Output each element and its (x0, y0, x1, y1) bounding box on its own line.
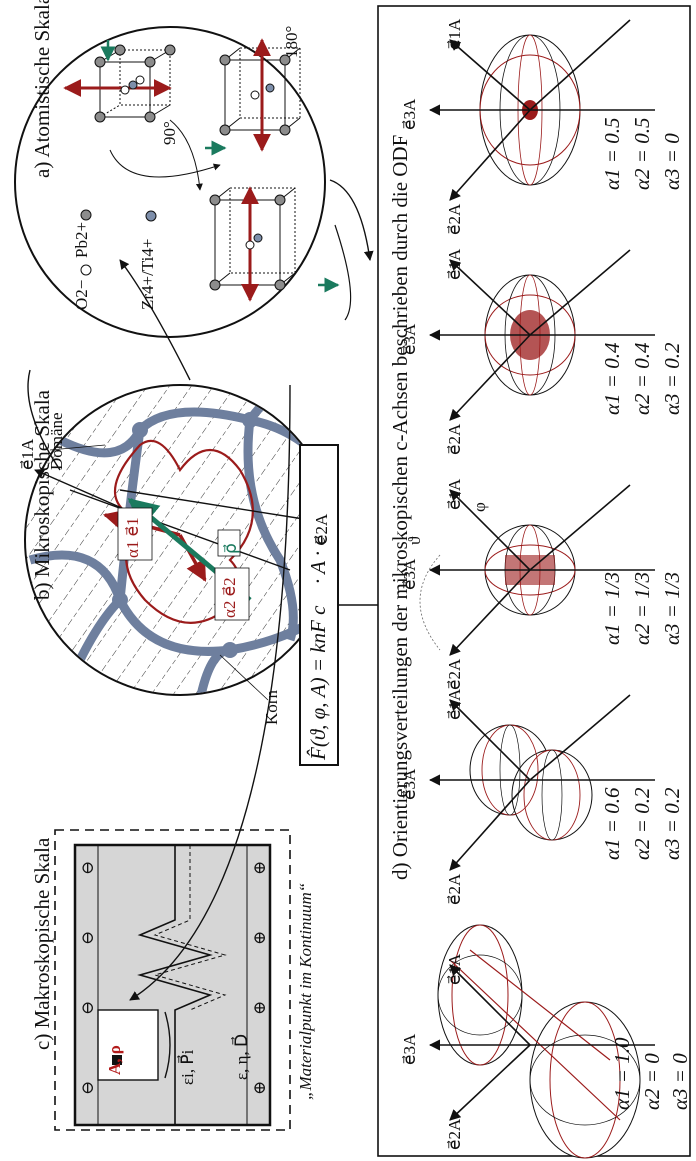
spring (137, 845, 213, 1125)
domain-label: Domäne (47, 412, 66, 470)
odf-shape-dumbbell (428, 924, 655, 1159)
axis-e1-label: e⃗1A (445, 478, 464, 510)
element-brace (164, 1011, 171, 1079)
arrow-90 (169, 119, 203, 191)
axis-e2-label: e⃗2A (445, 658, 464, 690)
arrow-micro-to-macro (27, 369, 61, 471)
strain-pol-label: εi, P⃗i (178, 1049, 197, 1085)
axis-e2-label: e⃗2A (445, 873, 464, 905)
odf-shape-disc (428, 19, 655, 201)
odf-shape-peanut (428, 694, 655, 871)
angle-arc (419, 554, 441, 651)
minus-charge: ⊖ (78, 930, 97, 945)
axis-e3-label: e⃗3A (400, 98, 419, 130)
case3-a1: α1 = 1/3 (600, 571, 624, 645)
phi-label: φ (470, 502, 489, 512)
plus-charge: ⊕ (250, 860, 269, 875)
alpha1-label: α1 e⃗1 (123, 517, 142, 558)
axis-e1-label: e⃗1A (445, 953, 464, 985)
arrow-curve-left (334, 224, 352, 321)
axis-e1-label: e⃗1A (445, 688, 464, 720)
axis-e2-label: e⃗2A (445, 203, 464, 235)
case4-a3: α3 = 0.2 (660, 787, 684, 860)
plus-charge: ⊕ (250, 1080, 269, 1095)
arrow-to-element (129, 384, 291, 1001)
angle-180: 180° (282, 25, 301, 58)
micro-e1-label: e⃗1A (18, 438, 37, 470)
case1-a2: α2 = 0.5 (630, 117, 654, 190)
o-atom (80, 264, 92, 276)
minus-charge: ⊖ (78, 860, 97, 875)
legend-atoms (80, 209, 157, 276)
rho-box (217, 529, 241, 557)
legend-o: O2− (72, 279, 91, 310)
case4-a2: α2 = 0.2 (630, 787, 654, 860)
axis-e3-label: e⃗3A (400, 558, 419, 590)
arrow-atom-to-micro (329, 179, 374, 261)
axis-e3-label: e⃗3A (400, 323, 419, 355)
case5-a2: α2 = 0 (640, 1053, 664, 1110)
legend-zrti: Zr4+/Ti4+ (138, 238, 157, 310)
axis-e1-label: e⃗1A (445, 18, 464, 50)
section-c-title: c) Makroskopische Skala (30, 837, 54, 1050)
axis-e3-label: e⃗3A (400, 768, 419, 800)
case1-a1: α1 = 0.5 (600, 117, 624, 190)
axis-e2-label: e⃗2A (445, 1118, 464, 1150)
odf-formula: F̂(ϑ, φ, A) = knF c⃗ · A · c⃗ (306, 519, 330, 760)
bulk-label: ε, η, D⃗ (232, 1033, 251, 1080)
odf-shapes (419, 19, 655, 1159)
axis-e1 (69, 489, 291, 571)
alpha2-label: α2 e⃗2 (220, 577, 239, 618)
atomistic-panel (14, 26, 340, 338)
case5-a3: α3 = 0 (668, 1053, 692, 1110)
pb-atom (80, 209, 92, 221)
case5-a1: α1 = 1.0 (610, 1037, 634, 1110)
case3-a2: α2 = 1/3 (630, 571, 654, 645)
minus-charge: ⊖ (78, 1000, 97, 1015)
arrow-180 (109, 149, 221, 178)
plus-charge: ⊕ (250, 930, 269, 945)
domain-pointer (49, 444, 106, 451)
odf-shape-oblate (428, 249, 655, 421)
grain-pointer (219, 654, 269, 701)
odf-frame (377, 5, 691, 1157)
zrti-atom (145, 210, 157, 222)
case4-a1: α1 = 0.6 (600, 787, 624, 860)
minus-charge: ⊖ (78, 1080, 97, 1095)
continuum-note: „Materialpunkt im Kontinuum“ (296, 882, 315, 1100)
unit-cell-180 (224, 38, 301, 152)
case2-a2: α2 = 0.4 (630, 342, 654, 415)
axis-e2 (119, 489, 311, 524)
theta-label: ϑ (405, 536, 424, 545)
macroscopic-panel (54, 384, 291, 1131)
alpha2-box (214, 567, 250, 621)
grain-boundaries (28, 386, 334, 694)
microscopic-panel (24, 384, 336, 701)
element-box (97, 1009, 159, 1081)
macro-outer-dashed (54, 829, 291, 1131)
formula-box (299, 444, 339, 766)
case1-a3: α3 = 0 (660, 133, 684, 190)
axis-e1-label: e⃗1A (445, 248, 464, 280)
case3-a3: α3 = 1/3 (660, 571, 684, 645)
arrow-micro-to-macro-2 (119, 259, 191, 381)
odf-shape-sphere (419, 484, 655, 656)
alpha1-box (117, 507, 153, 561)
legend-pb: Pb2+ (72, 221, 91, 258)
angle-90: 90° (160, 121, 179, 145)
case2-a1: α1 = 0.4 (600, 342, 624, 415)
grain-label: Korn (262, 690, 281, 725)
plus-charge: ⊕ (250, 1000, 269, 1015)
case2-a3: α3 = 0.2 (660, 342, 684, 415)
rho-label: ρ⃗ (221, 543, 240, 554)
element-square (112, 1055, 122, 1065)
section-a-title: a) Atomistische Skala (30, 0, 54, 178)
axis-e2-label: e⃗2A (445, 423, 464, 455)
element-label: A, ρ⃗ (105, 1031, 124, 1075)
axis-e3-label: e⃗3A (400, 1033, 419, 1065)
spring-dashed (153, 845, 227, 1011)
